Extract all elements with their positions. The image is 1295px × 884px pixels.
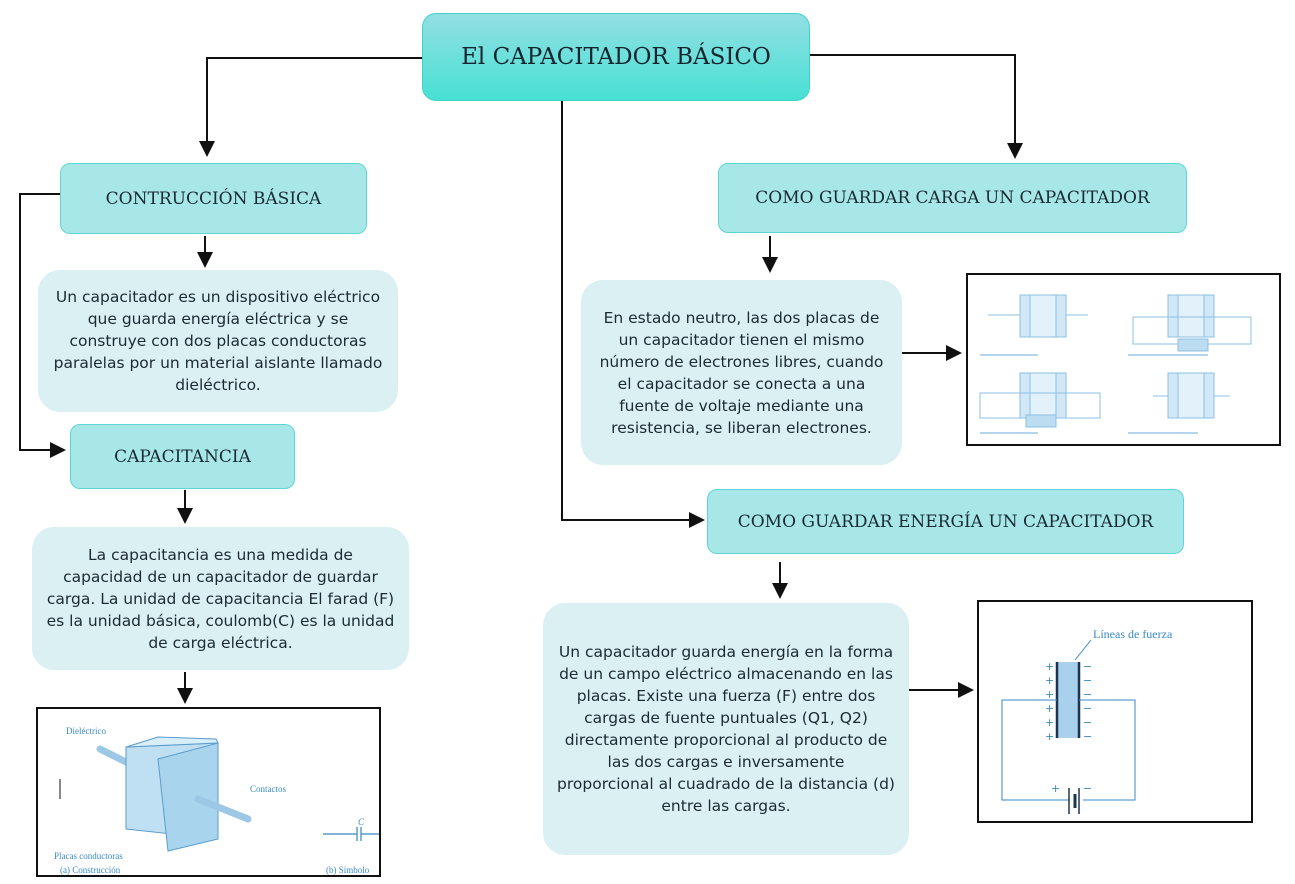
connector-root-carga [810, 54, 1023, 159]
page-title: El CAPACITADOR BÁSICO [461, 44, 771, 70]
energia-heading: COMO GUARDAR ENERGÍA UN CAPACITADOR [707, 489, 1184, 554]
field-lines-label: Líneas de fuerza [1093, 627, 1173, 641]
svg-text:−: − [1083, 782, 1092, 795]
svg-text:+: + [1045, 688, 1054, 701]
svg-text:−: − [1083, 674, 1092, 687]
heading-text: CONTRUCCIÓN BÁSICA [105, 188, 322, 209]
capacitor-symbol [323, 827, 379, 841]
heading-text: COMO GUARDAR CARGA UN CAPACITADOR [755, 188, 1150, 208]
svg-text:−: − [1083, 730, 1092, 743]
svg-text:+: + [1045, 674, 1054, 687]
contacts-label: Contactos [250, 784, 286, 794]
svg-text:−: − [1083, 702, 1092, 715]
heading-text: CAPACITANCIA [114, 446, 251, 467]
svg-text:+: + [1045, 702, 1054, 715]
construccion-text: Un capacitador es un dispositivo eléctri… [38, 270, 398, 412]
symbol-label: C [358, 817, 365, 827]
body-text: La capacitancia es una medida de capacid… [46, 545, 395, 652]
connector-construccion-capacitancia [19, 193, 66, 458]
body-text: Un capacitador es un dispositivo eléctri… [53, 288, 383, 394]
capacitor-construction-figure: Dieléctrico Contactos Placas conductoras… [36, 707, 381, 877]
carga-text: En estado neutro, las dos placas de un c… [581, 280, 902, 465]
caption-a: (a) Construcción [60, 865, 121, 875]
plates-label: Placas conductoras [54, 851, 123, 861]
capacitancia-text: La capacitancia es una medida de capacid… [32, 527, 409, 670]
energia-text: Un capacitador guarda energía en la form… [543, 603, 909, 855]
caption-b: (b) Símbolo [326, 865, 370, 875]
connector-root-construccion [199, 57, 422, 157]
charging-stages-figure [966, 273, 1281, 446]
carga-heading: COMO GUARDAR CARGA UN CAPACITADOR [718, 163, 1187, 233]
construccion-heading: CONTRUCCIÓN BÁSICA [60, 163, 367, 234]
root-node: El CAPACITADOR BÁSICO [422, 13, 810, 101]
field-lines-figure: Líneas de fuerza ++++++−−−−−−+− [977, 600, 1253, 823]
body-text: En estado neutro, las dos placas de un c… [599, 308, 884, 437]
heading-text: COMO GUARDAR ENERGÍA UN CAPACITADOR [737, 511, 1154, 532]
svg-text:+: + [1045, 716, 1054, 729]
svg-text:−: − [1083, 688, 1092, 701]
svg-text:+: + [1045, 660, 1054, 673]
svg-text:−: − [1083, 716, 1092, 729]
svg-text:−: − [1083, 660, 1092, 673]
stage-a [988, 294, 1088, 338]
stage-c [979, 372, 1101, 428]
connector-root-energia [561, 101, 705, 528]
capacitancia-heading: CAPACITANCIA [70, 424, 295, 489]
stage-b [1132, 294, 1252, 352]
stage-d [1153, 372, 1230, 419]
svg-text:+: + [1045, 730, 1054, 743]
svg-text:+: + [1051, 782, 1060, 795]
dielectric-label: Dieléctrico [66, 726, 106, 736]
body-text: Un capacitador guarda energía en la form… [557, 643, 895, 815]
